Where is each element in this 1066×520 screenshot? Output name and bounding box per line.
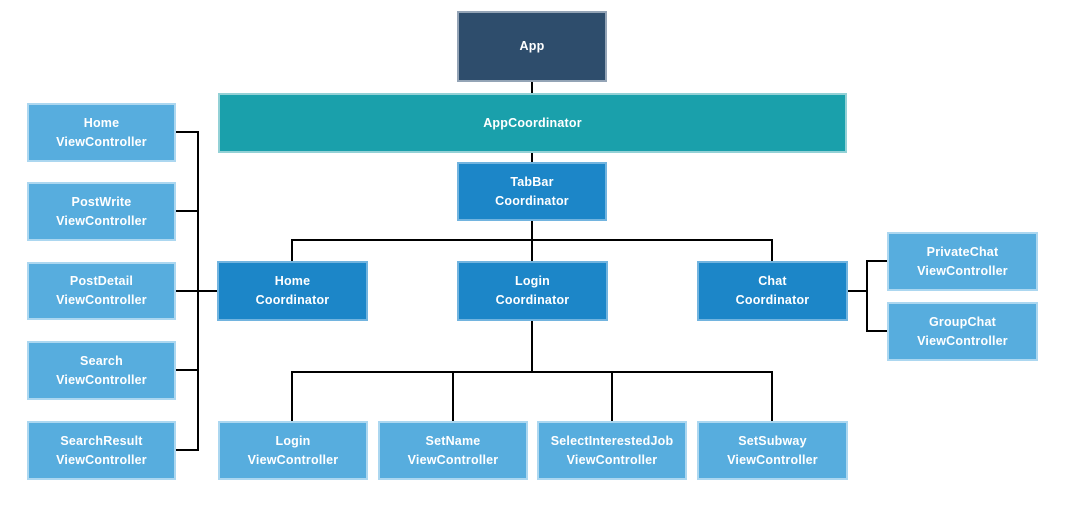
connector-stub-postwrite-viewcontroller (176, 210, 199, 212)
node-chat-coordinator: Chat Coordinator (697, 261, 848, 321)
node-label: Home Coordinator (255, 274, 330, 307)
node-home-viewcontroller: Home ViewController (27, 103, 176, 162)
node-postdetail-viewcontroller: PostDetail ViewController (27, 262, 176, 320)
node-label: Login Coordinator (495, 274, 570, 307)
node-search-viewcontroller: Search ViewController (27, 341, 176, 400)
node-label: SelectInterestedJob ViewController (550, 433, 674, 467)
node-login-viewcontroller: Login ViewController (218, 421, 368, 480)
connector-drop-login-viewcontroller (291, 372, 293, 421)
node-label: PostWrite ViewController (56, 194, 147, 228)
node-label: Login ViewController (247, 433, 339, 467)
node-app: App (457, 11, 607, 82)
connector-stub-searchresult-viewcontroller (176, 449, 199, 451)
connector-appcoordinator-to-tabbar (531, 152, 533, 163)
node-setname-viewcontroller: SetName ViewController (378, 421, 528, 480)
node-tabbar-coordinator: TabBar Coordinator (457, 162, 607, 221)
connector-login-to-children-bus (531, 320, 533, 372)
node-label: PrivateChat ViewController (917, 244, 1008, 278)
connector-stub-postdetail-to-home-coordinator (176, 290, 217, 292)
connector-tabbar-to-coordinators-bus (531, 221, 533, 241)
connector-app-to-appcoordinator (531, 80, 533, 94)
node-label: PostDetail ViewController (56, 274, 147, 307)
connector-stub-groupchat-viewcontroller (866, 330, 887, 332)
node-home-coordinator: Home Coordinator (217, 261, 368, 321)
connector-stub-privatechat-viewcontroller (866, 260, 887, 262)
node-label: Home ViewController (56, 115, 147, 149)
connector-drop-chat-coordinator (771, 240, 773, 261)
connector-chat-to-children-spine (848, 290, 868, 292)
node-label: App (519, 39, 545, 53)
node-label: TabBar Coordinator (495, 174, 569, 208)
node-label: GroupChat ViewController (917, 314, 1008, 348)
node-setsubway-viewcontroller: SetSubway ViewController (697, 421, 848, 480)
connector-drop-selectinterestedjob-viewcontroller (611, 372, 613, 421)
node-label: SetSubway ViewController (727, 433, 818, 467)
node-label: SetName ViewController (407, 433, 499, 467)
node-label: SearchResult ViewController (56, 433, 147, 467)
connector-drop-login-coordinator (531, 240, 533, 261)
node-login-coordinator: Login Coordinator (457, 261, 608, 321)
node-label: AppCoordinator (483, 115, 582, 130)
connector-login-children-bus (291, 371, 773, 373)
node-postwrite-viewcontroller: PostWrite ViewController (27, 182, 176, 241)
connector-stub-search-viewcontroller (176, 369, 199, 371)
node-groupchat-viewcontroller: GroupChat ViewController (887, 302, 1038, 361)
node-label: Chat Coordinator (735, 274, 810, 307)
node-selectinterestedjob-viewcontroller: SelectInterestedJob ViewController (537, 421, 687, 480)
connector-drop-home-coordinator (291, 240, 293, 261)
node-privatechat-viewcontroller: PrivateChat ViewController (887, 232, 1038, 291)
connector-chat-children-spine (866, 260, 868, 332)
node-label: Search ViewController (56, 353, 147, 387)
connector-drop-setname-viewcontroller (452, 372, 454, 421)
connector-drop-setsubway-viewcontroller (771, 372, 773, 421)
node-searchresult-viewcontroller: SearchResult ViewController (27, 421, 176, 480)
connector-stub-home-viewcontroller (176, 131, 199, 133)
node-app-coordinator: AppCoordinator (218, 93, 847, 153)
